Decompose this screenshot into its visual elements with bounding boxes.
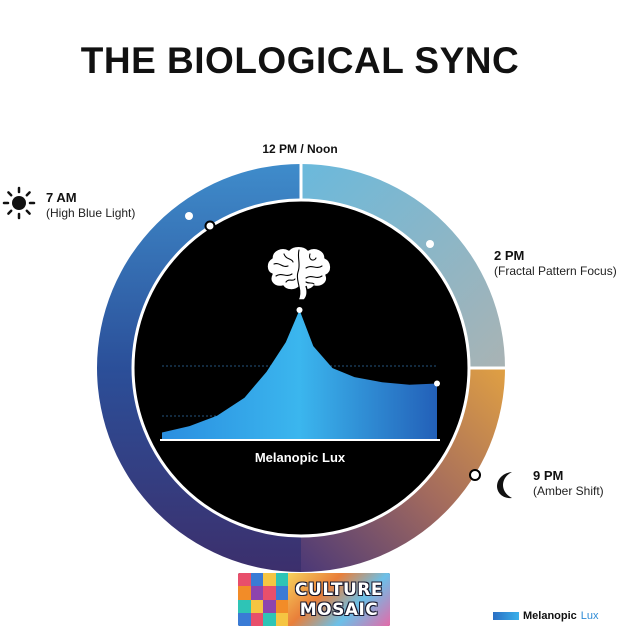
sun-icon: [2, 186, 36, 220]
marker-dot-morning: [204, 220, 216, 232]
morning-time: 7 AM: [46, 190, 77, 205]
culture-mosaic-logo: CULTURE MOSAIC: [238, 573, 390, 626]
brain-icon: [266, 245, 332, 301]
evening-label: 9 PM (Amber Shift): [533, 468, 604, 499]
evening-desc: (Amber Shift): [533, 484, 604, 498]
page-title: THE BIOLOGICAL SYNC: [80, 40, 520, 81]
morning-desc: (High Blue Light): [46, 206, 136, 220]
afternoon-time: 2 PM: [494, 248, 525, 263]
afternoon-label: 2 PM (Fractal Pattern Focus): [494, 248, 617, 279]
legend-name-light: Lux: [580, 610, 599, 622]
end-point: [434, 380, 440, 387]
legend: Melanopic Lux: [493, 610, 599, 622]
marker-dot-morning-outer: [185, 212, 193, 220]
logo-mosaic-icon: [238, 573, 288, 626]
peak-point: [296, 307, 303, 313]
marker-dot-evening: [469, 469, 481, 481]
legend-name-bold: Melanopic: [523, 610, 577, 622]
morning-label: 7 AM (High Blue Light): [46, 190, 135, 221]
marker-dot-afternoon: [426, 240, 434, 248]
ring-segment-morning: [97, 164, 301, 572]
logo-line-1: CULTURE: [295, 579, 383, 600]
legend-swatch: [493, 612, 519, 620]
chart-label: Melanopic Lux: [254, 450, 346, 465]
ring-segment-afternoon: [301, 164, 505, 368]
moon-icon: [497, 472, 512, 499]
logo-wordmark: CULTURE MOSAIC: [288, 573, 390, 626]
afternoon-desc: (Fractal Pattern Focus): [494, 264, 617, 278]
evening-time: 9 PM: [533, 468, 564, 483]
melanopic-area: [162, 310, 437, 439]
noon-label: 12 PM / Noon: [262, 142, 338, 156]
ring-segment-evening: [301, 368, 505, 572]
logo-line-2: MOSAIC: [299, 599, 379, 620]
